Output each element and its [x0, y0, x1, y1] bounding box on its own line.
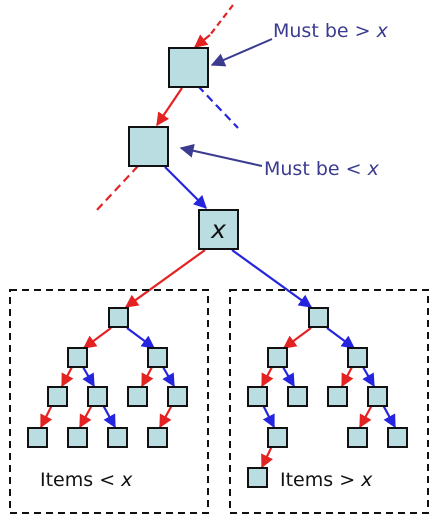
right-subtree-edge [261, 366, 274, 388]
ancestor-node-upper [168, 47, 209, 88]
edge-node1-node2 [156, 87, 183, 127]
annotation-must-be-less: Must be < x [264, 158, 380, 180]
left-subtree-node [47, 386, 68, 407]
edge-node2-x [164, 166, 207, 209]
ancestor-node-lower [128, 126, 169, 167]
left-subtree-node [67, 347, 88, 368]
left-subtree-edge [162, 366, 175, 388]
right-subtree-edge [282, 327, 312, 349]
left-subtree-edge [126, 327, 156, 349]
right-subtree-node [247, 467, 268, 488]
right-subtree-edge [326, 327, 356, 349]
left-subtree-label: Items < x [40, 469, 133, 491]
right-subtree-node [308, 307, 329, 328]
left-subtree-node [147, 347, 168, 368]
left-subtree-edge [159, 404, 173, 429]
right-subtree-label: Items > x [280, 469, 373, 491]
node2-left-dashed-edge [94, 165, 139, 213]
left-subtree-node [127, 386, 148, 407]
left-subtree-box [9, 289, 209, 514]
left-subtree-node [167, 386, 188, 407]
annotation-arrow-lower [179, 143, 263, 167]
upper-dashed-edge [209, 4, 234, 36]
left-subtree-edge [82, 366, 95, 388]
left-subtree-node [67, 427, 88, 448]
left-subtree-edge [82, 327, 112, 349]
right-subtree-node [267, 427, 288, 448]
left-subtree-node [147, 427, 168, 448]
right-subtree-edge [282, 366, 295, 388]
annotation-arrow-upper [210, 38, 273, 67]
right-subtree-edge [341, 366, 354, 388]
right-subtree-edge [261, 445, 274, 469]
right-subtree-node [367, 386, 388, 407]
right-subtree-node [347, 427, 368, 448]
left-subtree-node [108, 307, 129, 328]
node-x-label: x [210, 215, 226, 244]
right-subtree-edge [362, 366, 375, 388]
node-x [198, 209, 239, 250]
left-subtree-node [87, 386, 108, 407]
left-subtree-node [107, 427, 128, 448]
edge-x-left-subtree [124, 249, 206, 308]
left-subtree-node [27, 427, 48, 448]
right-subtree-edge [262, 404, 275, 429]
left-subtree-edge [61, 366, 74, 388]
node1-right-dashed-edge [197, 85, 239, 129]
annotation-must-be-greater: Must be > x [273, 20, 389, 42]
right-subtree-edge [382, 404, 396, 429]
right-subtree-box [229, 289, 429, 514]
right-subtree-node [387, 427, 408, 448]
right-subtree-node [347, 347, 368, 368]
left-subtree-edge [79, 404, 93, 429]
right-subtree-node [287, 386, 308, 407]
left-subtree-edge [102, 404, 116, 429]
left-subtree-edge [40, 404, 53, 429]
right-subtree-node [247, 386, 268, 407]
upper-edge-into-node [193, 34, 211, 48]
edge-x-right-subtree [231, 249, 313, 308]
right-subtree-node [267, 347, 288, 368]
left-subtree-edge [141, 366, 154, 388]
right-subtree-edge [359, 404, 373, 429]
right-subtree-node [327, 386, 348, 407]
